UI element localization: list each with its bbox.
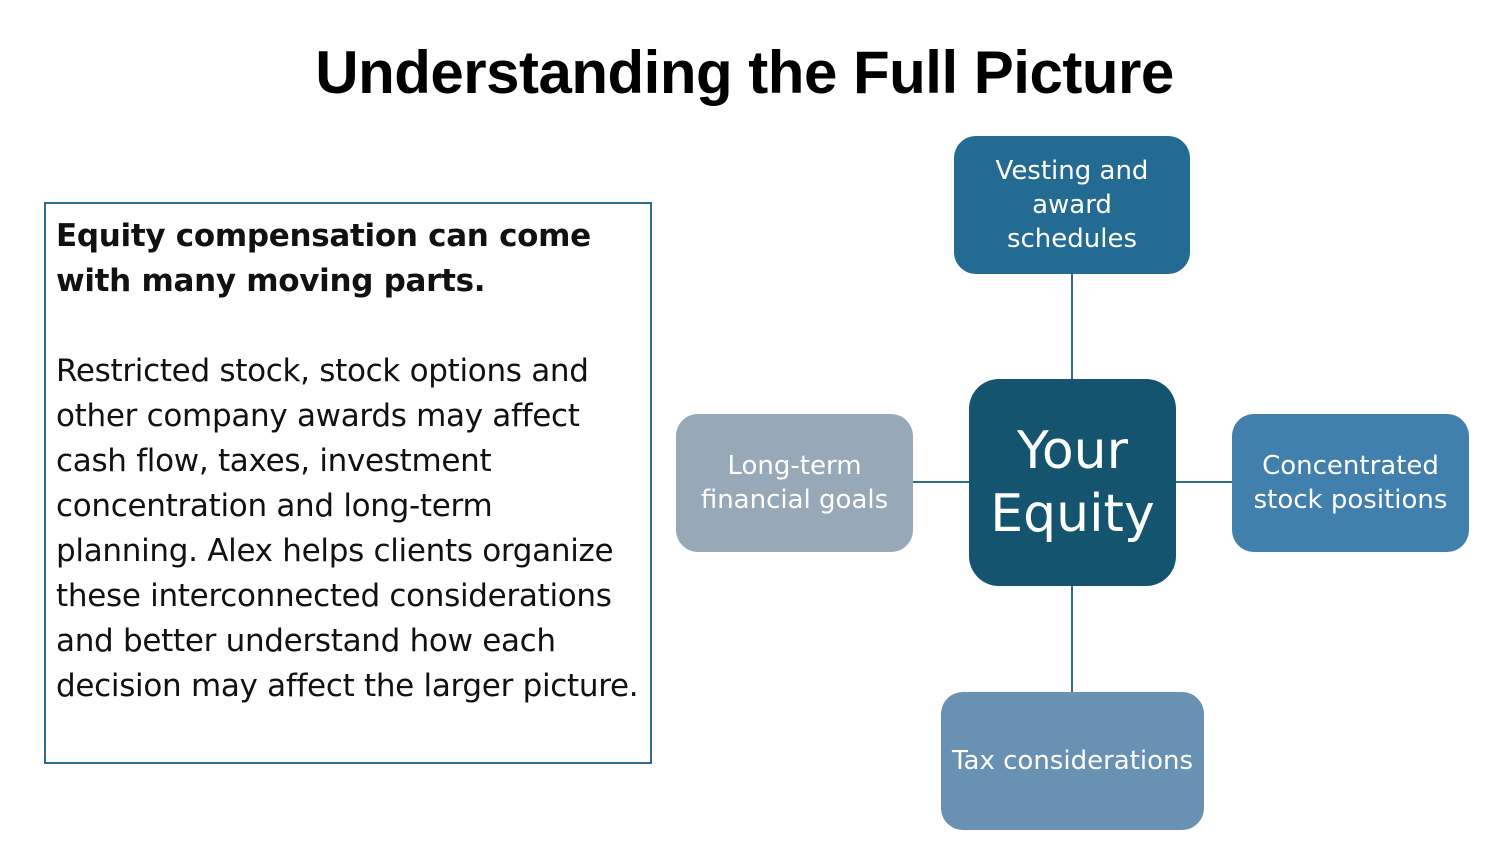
node-long-term-goals-label: Long-term financial goals xyxy=(700,451,889,515)
node-concentrated-stock: Concentrated stock positions xyxy=(1232,414,1469,552)
node-long-term-goals: Long-term financial goals xyxy=(676,414,913,552)
connector-right xyxy=(1176,481,1232,483)
node-concentrated-stock-label: Concentrated stock positions xyxy=(1253,451,1448,515)
node-vesting-schedules-label: Vesting and award schedules xyxy=(995,156,1149,254)
description-textbox: Equity compensation can come with many m… xyxy=(44,202,652,764)
node-tax-considerations-label: Tax considerations xyxy=(951,746,1194,776)
node-vesting-schedules: Vesting and award schedules xyxy=(954,136,1190,274)
connector-top xyxy=(1071,274,1073,380)
slide-title: Understanding the Full Picture xyxy=(315,39,1174,106)
connector-bottom xyxy=(1071,586,1073,692)
node-your-equity-label: Your Equity xyxy=(990,420,1155,544)
connector-left xyxy=(913,481,969,483)
body-text: Restricted stock, stock options and othe… xyxy=(56,353,639,704)
lead-text: Equity compensation can come with many m… xyxy=(56,218,591,299)
node-your-equity: Your Equity xyxy=(969,379,1176,586)
node-tax-considerations: Tax considerations xyxy=(941,692,1204,830)
